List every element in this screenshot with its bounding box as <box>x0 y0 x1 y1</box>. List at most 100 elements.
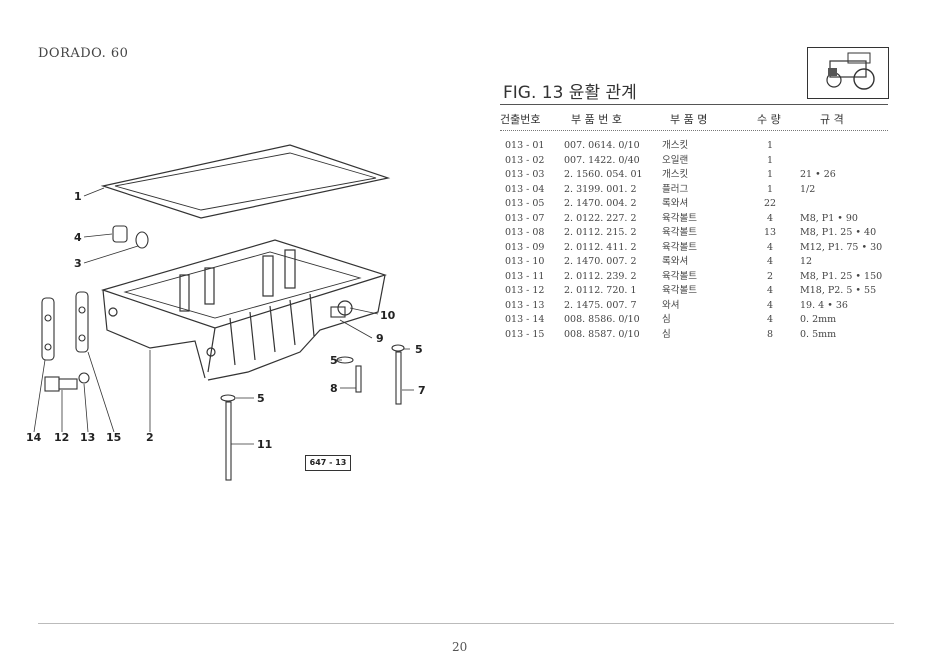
cell-qty: 4 <box>766 256 774 267</box>
cell-name: 와셔 <box>662 299 680 311</box>
cell-part-no: 2. 1560. 054. 01 <box>564 169 643 180</box>
cell-spec: 19. 4 • 36 <box>800 299 848 311</box>
cell-spec: M12, P1. 75 • 30 <box>800 241 883 253</box>
cell-name: 오일랜 <box>662 154 689 166</box>
cell-qty: 4 <box>766 314 774 325</box>
callout-label: 2 <box>146 431 154 444</box>
table-top-rule <box>500 104 888 105</box>
cell-name: 육각볼트 <box>662 227 697 238</box>
cell-part-no: 2. 0112. 411. 2 <box>564 241 637 253</box>
callout-label: 12 <box>54 431 69 444</box>
cell-no: 013 - 03 <box>505 169 545 180</box>
cell-qty: 1 <box>766 140 774 151</box>
cell-no: 013 - 14 <box>505 314 545 325</box>
cell-spec: 12 <box>800 256 813 267</box>
cell-spec: M8, P1. 25 • 150 <box>800 270 883 282</box>
cell-no: 013 - 01 <box>505 140 545 151</box>
cell-qty: 4 <box>766 285 774 296</box>
cell-name: 육각볼트 <box>662 212 697 224</box>
cell-part-no: 2. 0112. 239. 2 <box>564 270 637 282</box>
cell-name: 심 <box>662 314 671 325</box>
tractor-thumbnail <box>807 47 889 99</box>
cell-no: 013 - 10 <box>505 256 545 267</box>
cell-name: 록와셔 <box>662 198 689 209</box>
cell-name: 육각볼트 <box>662 285 697 296</box>
callout-label: 3 <box>74 257 82 270</box>
cell-part-no: 2. 0112. 215. 2 <box>564 227 637 238</box>
tractor-icon <box>826 52 875 90</box>
callout-label: 13 <box>80 431 95 444</box>
cell-part-no: 2. 0122. 227. 2 <box>564 212 637 224</box>
callout-label: 5 <box>257 392 265 405</box>
small-parts-drawing <box>41 225 405 481</box>
cell-name: 육각볼트 <box>662 241 697 253</box>
callout-label: 9 <box>376 332 384 345</box>
cell-qty: 4 <box>766 241 774 253</box>
cell-part-no: 2. 1475. 007. 7 <box>564 299 637 311</box>
cell-part-no: 2. 3199. 001. 2 <box>564 183 637 195</box>
cell-no: 013 - 09 <box>505 241 545 253</box>
cell-spec: M8, P1 • 90 <box>800 212 858 224</box>
cell-name: 육각볼트 <box>662 270 697 282</box>
col-header-qty: 수 량 <box>757 113 781 126</box>
cell-spec: 21 • 26 <box>800 169 836 180</box>
cell-part-no: 008. 8586. 0/10 <box>564 314 640 325</box>
cell-qty: 8 <box>766 328 774 340</box>
cell-no: 013 - 12 <box>505 285 545 296</box>
cell-part-no: 2. 1470. 007. 2 <box>564 256 637 267</box>
cell-part-no: 007. 1422. 0/40 <box>564 154 640 166</box>
cell-no: 013 - 13 <box>505 299 545 311</box>
leader-lines <box>33 187 414 445</box>
cell-qty: 4 <box>766 212 774 224</box>
cell-name: 플러그 <box>662 183 689 195</box>
cell-name: 개스킷 <box>662 169 689 180</box>
cell-qty: 1 <box>766 154 774 166</box>
cell-spec: M18, P2. 5 • 55 <box>800 285 877 296</box>
cell-name: 록와셔 <box>662 256 689 267</box>
callout-label: 4 <box>74 231 82 244</box>
callout-labels: 1 4 3 14 12 13 15 2 10 9 5 5 8 7 5 11 <box>26 190 426 451</box>
model-label: DORADO. 60 <box>38 46 129 61</box>
figure-title: FIG. 13 윤활 관계 <box>503 83 637 103</box>
cell-spec: M8, P1. 25 • 40 <box>800 227 877 238</box>
callout-label: 11 <box>257 438 272 451</box>
callout-label: 1 <box>74 190 82 203</box>
cell-qty: 4 <box>766 299 774 311</box>
col-header-spec: 규 격 <box>820 113 844 126</box>
table-header-rule <box>500 130 888 131</box>
callout-label: 10 <box>380 309 396 322</box>
cell-no: 013 - 08 <box>505 227 545 238</box>
cell-name: 심 <box>662 328 671 340</box>
figure-reference-code: 647 - 13 <box>305 455 351 471</box>
callout-label: 5 <box>330 354 338 367</box>
gasket-drawing <box>100 144 391 219</box>
cell-spec: 0. 5mm <box>800 328 837 340</box>
cell-qty: 1 <box>766 183 774 195</box>
callout-label: 14 <box>26 431 42 444</box>
cell-part-no: 007. 0614. 0/10 <box>564 140 640 151</box>
cell-qty: 13 <box>763 227 777 238</box>
callout-label: 8 <box>330 382 338 395</box>
cell-qty: 22 <box>763 198 777 209</box>
cell-spec: 1/2 <box>800 183 816 195</box>
cell-no: 013 - 07 <box>505 212 545 224</box>
oil-pan-drawing <box>101 239 387 381</box>
cell-spec: 0. 2mm <box>800 314 837 325</box>
cell-qty: 2 <box>766 270 774 282</box>
cell-no: 013 - 05 <box>505 198 545 209</box>
cell-part-no: 2. 1470. 004. 2 <box>564 198 637 209</box>
cell-no: 013 - 02 <box>505 154 545 166</box>
cell-no: 013 - 04 <box>505 183 545 195</box>
callout-label: 7 <box>418 384 426 397</box>
callout-label: 15 <box>106 431 121 444</box>
callout-label: 5 <box>415 343 423 356</box>
cell-no: 013 - 11 <box>505 270 545 282</box>
cell-qty: 1 <box>766 169 774 180</box>
page-number: 20 <box>452 640 468 654</box>
col-header-no: 건출번호 <box>500 113 541 126</box>
cell-part-no: 008. 8587. 0/10 <box>564 328 640 340</box>
col-header-part-no: 부 품 번 호 <box>571 113 622 126</box>
cell-name: 개스킷 <box>662 140 689 151</box>
col-header-name: 부 품 명 <box>670 113 708 126</box>
